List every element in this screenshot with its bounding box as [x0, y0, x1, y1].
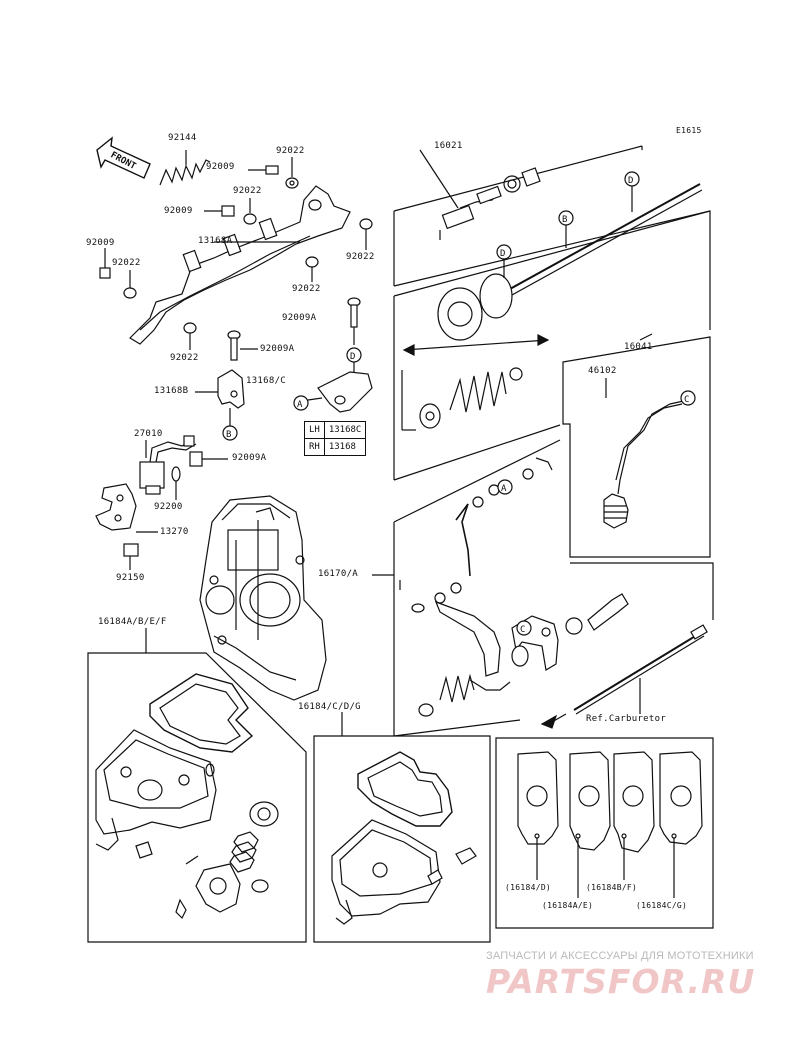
washer-92022-c — [359, 218, 373, 230]
label-92009-b: 92009 — [164, 206, 193, 216]
label-13270: 13270 — [160, 527, 189, 537]
part-cell: 13168 — [323, 438, 367, 456]
callout-a-1 — [293, 395, 309, 411]
callout-c-2 — [516, 620, 532, 636]
bracket-13270 — [95, 483, 158, 533]
screw-92009A-a — [347, 297, 361, 345]
washer-92022-b — [243, 213, 257, 225]
sensor-27010 — [139, 435, 197, 495]
label-16184cg: (16184C/G) — [636, 901, 688, 910]
washer-92200 — [171, 466, 181, 482]
label-16184ae: (16184A/E) — [542, 901, 594, 910]
label-92022-d: 92022 — [112, 258, 141, 268]
box-16184A-B-E-F — [87, 652, 307, 943]
lever-13168C — [307, 360, 373, 413]
long-rod — [540, 624, 708, 729]
front-arrow-icon: FRONT — [96, 136, 151, 179]
table-row: LH 13168C — [304, 421, 367, 439]
label-16170a: 16170/A — [318, 569, 359, 579]
label-92022-e: 92022 — [292, 284, 321, 294]
bolt-92009-a — [248, 165, 279, 175]
svg-text:B: B — [226, 430, 231, 440]
svg-text:D: D — [350, 352, 355, 362]
label-92009a-a: 92009A — [282, 313, 317, 323]
label-16184cdg: 16184/C/D/G — [298, 702, 361, 712]
svg-text:C: C — [684, 395, 689, 405]
svg-text:A: A — [297, 400, 303, 410]
label-92022-b: 92022 — [233, 186, 262, 196]
diagram-id: E1615 — [676, 126, 702, 135]
bolt-92150 — [123, 543, 139, 570]
label-92022-f: 92022 — [170, 353, 199, 363]
washer-92022-e — [305, 256, 319, 268]
label-16021: 16021 — [434, 141, 463, 151]
screw-92009A-b — [227, 330, 258, 361]
spring-16041 — [419, 367, 523, 429]
label-92022-a: 92022 — [276, 146, 305, 156]
svg-text:B: B — [562, 215, 567, 225]
label-27010: 27010 — [134, 429, 163, 439]
box-16184C-D-G — [313, 735, 491, 943]
svg-text:D: D — [628, 176, 633, 186]
watermark-logo: PARTSFOR.RU — [486, 962, 756, 1001]
box-46102 — [562, 336, 711, 558]
svg-text:D: D — [500, 249, 505, 259]
label-92200: 92200 — [154, 502, 183, 512]
svg-text:C: C — [520, 625, 525, 635]
side-cell: RH — [304, 438, 325, 456]
spring-92144 — [159, 150, 211, 186]
label-16184d: (16184/D) — [505, 883, 552, 892]
label-92144: 92144 — [168, 133, 197, 143]
carburetor-body — [199, 495, 327, 701]
label-92009a-b: 92009A — [260, 344, 295, 354]
part-cell: 13168C — [323, 421, 367, 439]
label-13168c: 13168/C — [246, 376, 287, 386]
box-16041 — [393, 183, 711, 481]
side-cell: LH — [304, 421, 325, 439]
callout-d-1 — [346, 347, 362, 363]
box-gaskets — [495, 737, 714, 929]
label-46102: 46102 — [588, 366, 617, 376]
bracket-13168A — [129, 185, 351, 345]
svg-text:A: A — [501, 484, 507, 494]
callout-a-2 — [497, 479, 513, 495]
label-92009a-c: 92009A — [232, 453, 267, 463]
label-16041: 16041 — [624, 342, 653, 352]
label-92022-c: 92022 — [346, 252, 375, 262]
washer-92022-a — [285, 177, 299, 189]
label-16184bf: (16184B/F) — [586, 883, 638, 892]
label-13168a: 13168A — [198, 236, 233, 246]
bolt-92009A-c — [189, 451, 228, 467]
label-92150: 92150 — [116, 573, 145, 583]
label-ref-carburetor: Ref.Carburetor — [586, 714, 667, 724]
label-92009-a: 92009 — [206, 162, 235, 172]
box-16170A — [393, 439, 714, 737]
callout-b-1 — [222, 425, 238, 441]
label-13168b: 13168B — [154, 386, 189, 396]
callout-c-1 — [680, 390, 696, 406]
bolt-92009-b — [204, 205, 235, 217]
box-16021 — [393, 145, 711, 287]
watermark-tagline: ЗАПЧАСТИ И АКСЕССУАРЫ ДЛЯ МОТОТЕХНИКИ — [486, 950, 754, 962]
label-92009-c: 92009 — [86, 238, 115, 248]
lh-rh-table: LH 13168C RH 13168 — [304, 421, 367, 456]
bolt-92009-c — [99, 267, 111, 279]
washer-92022-f — [183, 322, 197, 334]
washer-92022-d — [123, 287, 137, 299]
table-row: RH 13168 — [304, 438, 367, 456]
bracket-13168B — [195, 369, 245, 426]
label-16184abef: 16184A/B/E/F — [98, 617, 167, 627]
